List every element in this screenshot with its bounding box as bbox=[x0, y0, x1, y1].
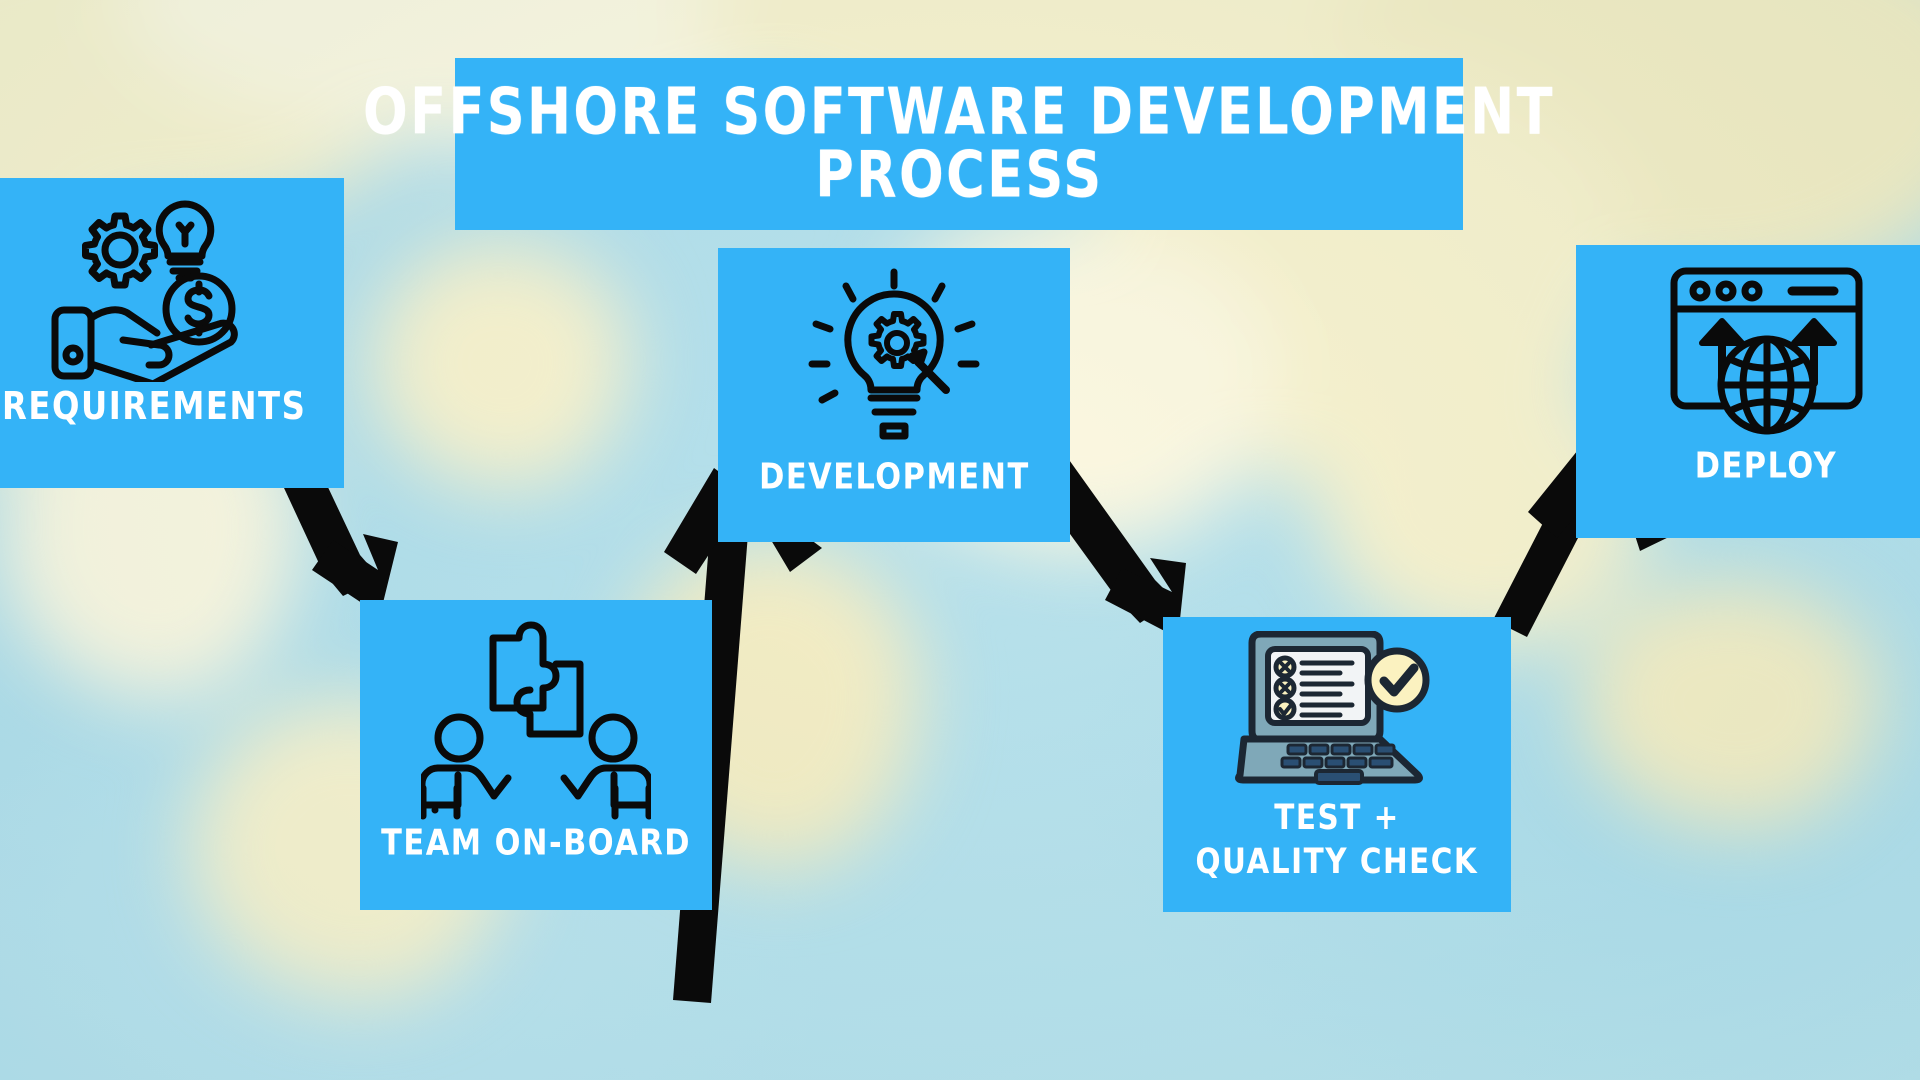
step-card-team-on-board[interactable]: TEAM ON-BOARD bbox=[360, 600, 712, 910]
two-people-puzzle-icon bbox=[421, 621, 651, 820]
step-label-test-line-1: TEST + bbox=[1274, 797, 1400, 839]
step-card-development[interactable]: DEVELOPMENT bbox=[718, 248, 1070, 542]
step-card-deploy[interactable]: DEPLOY bbox=[1576, 245, 1920, 538]
step-label-requirements: REQUIREMENTS bbox=[1, 384, 307, 430]
browser-globe-upload-icon bbox=[1670, 267, 1862, 435]
step-card-requirements[interactable]: REQUIREMENTS bbox=[0, 178, 344, 488]
step-label-deploy: DEPLOY bbox=[1694, 443, 1838, 487]
hand-gear-bulb-dollar-icon bbox=[51, 200, 238, 382]
step-label-development: DEVELOPMENT bbox=[758, 454, 1030, 498]
step-label-team-on-board: TEAM ON-BOARD bbox=[381, 820, 691, 864]
lightbulb-gear-icon bbox=[808, 268, 980, 440]
step-card-test-quality-check[interactable]: TEST + QUALITY CHECK bbox=[1163, 617, 1511, 912]
laptop-checklist-icon bbox=[1234, 631, 1429, 785]
page-title-line-1: OFFSHORE SOFTWARE DEVELOPMENT bbox=[363, 75, 1555, 150]
page-title-line-2: PROCESS bbox=[814, 138, 1104, 213]
page-title-banner: OFFSHORE SOFTWARE DEVELOPMENT PROCESS bbox=[363, 58, 1553, 230]
step-label-test-line-2: QUALITY CHECK bbox=[1195, 841, 1479, 882]
